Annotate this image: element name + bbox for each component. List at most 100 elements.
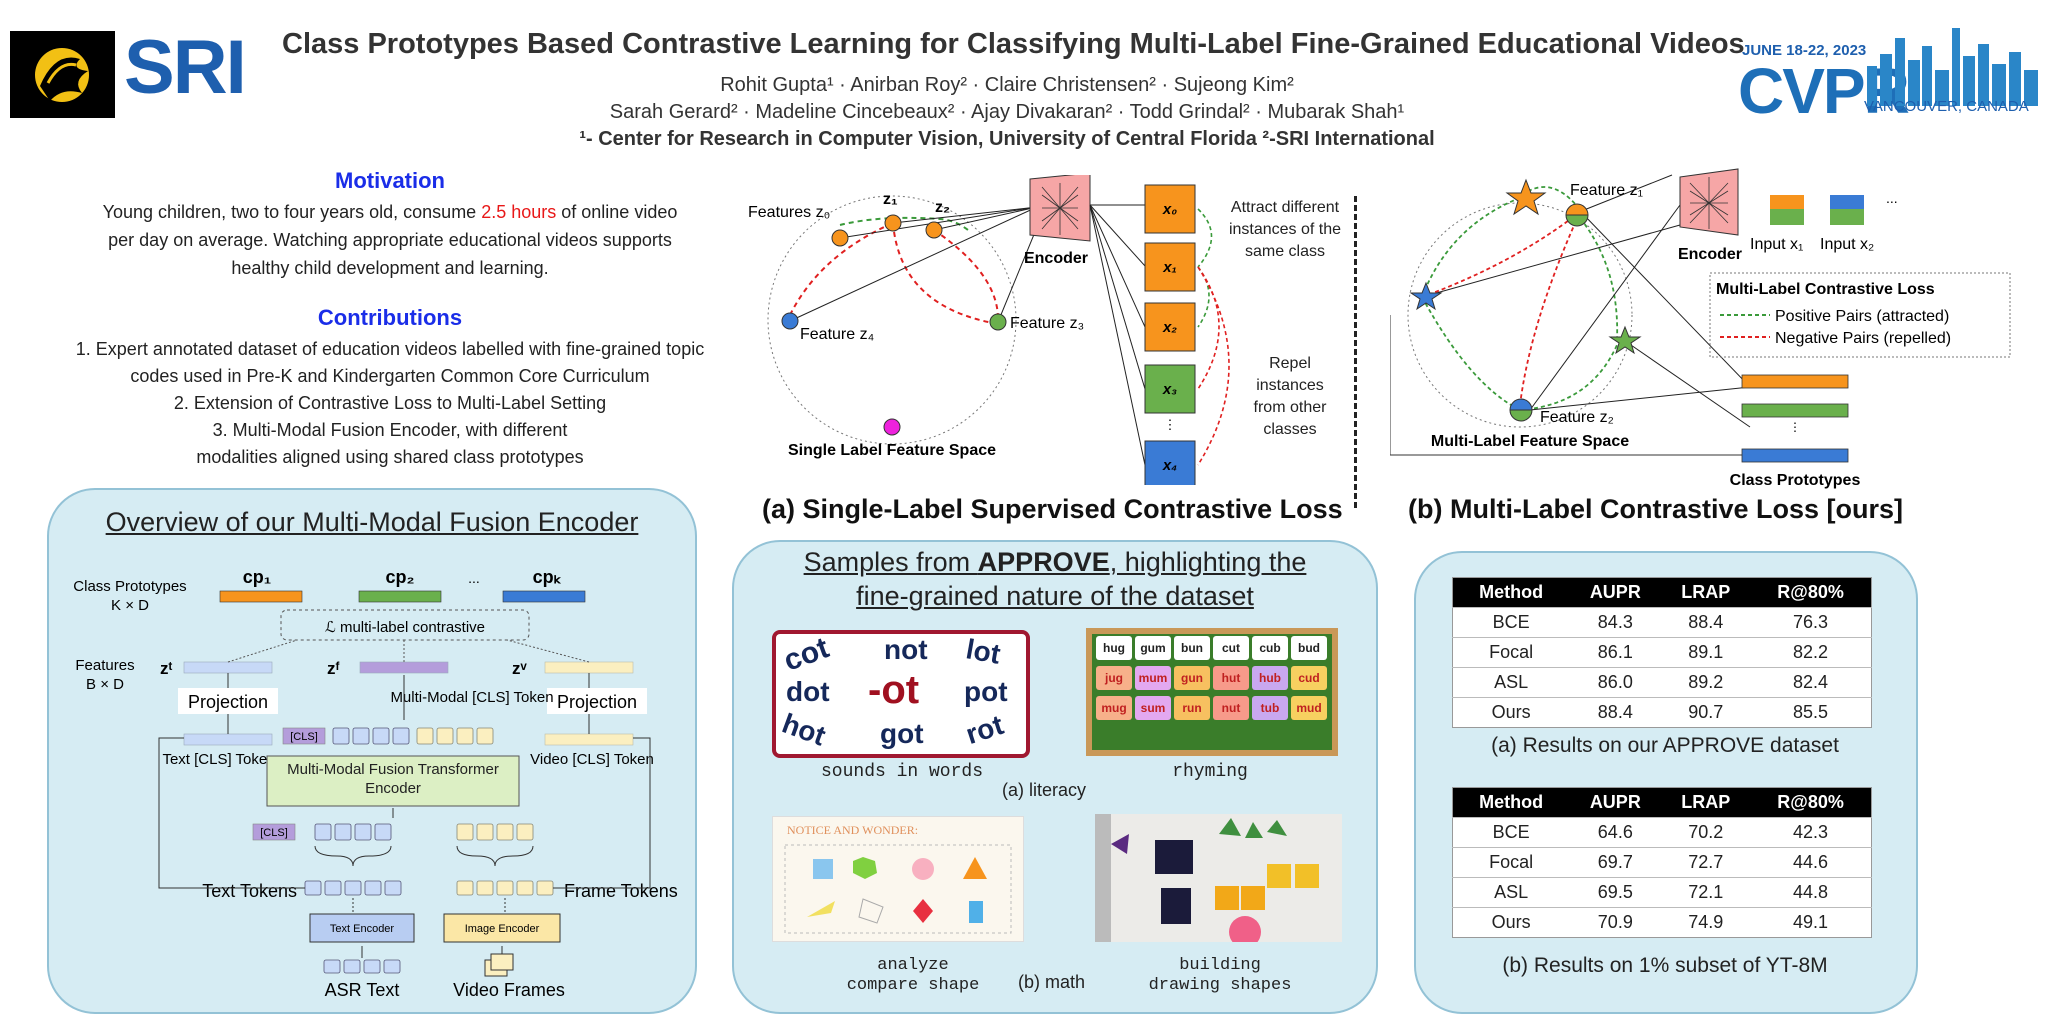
ml-prototype-green [1741,403,1849,418]
sounds-caption: sounds in words [820,762,984,782]
feature-z1-b-label: Feature z₁ [1570,182,1643,199]
text-cls-token-label: Text [CLS] Token [162,751,275,768]
ml-prototype-blue [1741,448,1849,463]
rhyme-word: tub [1252,696,1288,720]
metric-cell: 85.5 [1750,697,1872,728]
analyze-caption: analyze compare shape [846,956,980,995]
fusion-transformer-label: Multi-Modal Fusion Transformer Encoder [287,761,499,797]
metric-cell: 74.9 [1661,907,1751,938]
method-cell: ASL [1452,667,1570,698]
metric-cell: 42.3 [1750,817,1872,848]
prototype-star-blue [1409,281,1443,311]
rhyme-word: cud [1291,666,1327,690]
conf-dates: JUNE 18-22, 2023 [1742,42,1867,59]
multi-label-diagram: Feature z₁ Feature z₂ Multi-Label Featur… [1390,168,2011,489]
metric-cell: 89.2 [1661,667,1751,698]
method-cell: Focal [1452,847,1570,878]
metric-cell: 72.1 [1661,877,1751,908]
word-tile: not [884,634,928,665]
metric-cell: 82.2 [1750,637,1872,668]
x1-label: x₁ [1162,259,1177,276]
sounds-in-words-image: cot not lot dot -ot pot hot got rot [772,630,1030,758]
authors-line-2: Sarah Gerard² · Madeline Cincebeaux² · A… [609,101,1405,123]
text-encoder-box [309,913,415,943]
feature-point-z4 [781,312,799,330]
word-tile: -ot [868,668,920,712]
input-x1-label: Input x₁ [1750,236,1803,253]
x4-label: x₄ [1162,457,1177,474]
samples-heading: Samples from APPROVE, highlighting the f… [732,545,1378,613]
zv-label: zᵛ [512,659,528,678]
rhyme-word: cub [1252,636,1288,660]
input-x0 [1144,184,1196,234]
caption-b: (b) Multi-Label Contrastive Loss [ours] [1408,494,1904,524]
motivation-text-post: of online video per day on average. Watc… [108,202,678,278]
word-tile: rot [961,709,1008,751]
rhyme-word: cut [1213,636,1249,660]
input-x3 [1144,364,1196,414]
skyline-icon [1867,28,2038,106]
method-cell: BCE [1452,607,1570,638]
feature-bar-text [183,661,273,674]
metric-cell: 90.7 [1661,697,1751,728]
rhyme-word: sum [1135,696,1171,720]
x2-label: x₂ [1162,319,1177,336]
feature-point-center [883,418,901,436]
legend-title: Multi-Label Contrastive Loss [1716,281,1935,298]
shapes-grid [784,844,1012,934]
col-header: LRAP [1661,577,1751,608]
ml-prototype-orange [1741,374,1849,389]
text-cls-text: [CLS] [260,827,288,839]
metric-cell: 82.4 [1750,667,1872,698]
x-vdots: ⋮ [1164,417,1177,432]
image-encoder-box [443,913,561,943]
method-cell: Ours [1452,697,1570,728]
samples-heading-line-2: fine-grained nature of the dataset [856,581,1254,611]
metric-cell: 72.7 [1661,847,1751,878]
metric-cell: 44.8 [1750,877,1872,908]
bxd-label: B × D [86,676,124,693]
col-header: Method [1452,787,1570,818]
prototype-star-green [1608,325,1642,355]
building-shapes-image [1095,814,1342,948]
caption-a: (a) Single-Label Supervised Contrastive … [762,494,1343,524]
cpk-label: cpₖ [533,567,562,587]
projection-video-label: Projection [557,692,637,712]
encoder-b-label: Encoder [1678,246,1742,263]
image-encoder-label: Image Encoder [465,923,540,935]
table-header-row: Method AUPR LRAP R@80% [1452,787,1872,818]
analyze-shape-image: NOTICE AND WONDER: [772,816,1024,942]
contribution-item: 1. Expert annotated dataset of education… [75,339,705,386]
loss-label: ℒ multi-label contrastive [325,619,485,636]
feature-point-z2 [925,221,943,239]
x0-label: x₀ [1162,201,1177,218]
notice-title: NOTICE AND WONDER: [787,823,919,837]
feature-point-z1 [884,214,902,232]
word-tile: lot [963,633,1003,670]
samples-heading-pre: Samples from [803,547,978,577]
rhyme-word: mug [1096,696,1132,720]
metric-cell: 70.2 [1661,817,1751,848]
col-header: AUPR [1569,787,1662,818]
word-tile: dot [786,676,830,707]
prototype-bar [502,590,586,603]
video-cls-bar [544,733,634,746]
samples-heading-bold: APPROVE [977,547,1110,577]
metric-cell: 86.0 [1569,667,1662,698]
samples-heading-line-1: Samples from APPROVE, highlighting the [732,545,1378,579]
input-x2-bottom [1830,209,1864,225]
motivation-heading: Motivation [335,168,445,193]
feature-z2-b-label: Feature z₂ [1540,409,1614,426]
encoder-overview-diagram: Class Prototypes K × D cp₁ cp₂ ... cpₖ ℒ… [73,567,677,1000]
paper-title: Class Prototypes Based Contrastive Learn… [282,28,1745,60]
encoder-overview-heading: Overview of our Multi-Modal Fusion Encod… [105,507,639,537]
text-encoder-label: Text Encoder [330,923,395,935]
loss-box [280,609,530,641]
